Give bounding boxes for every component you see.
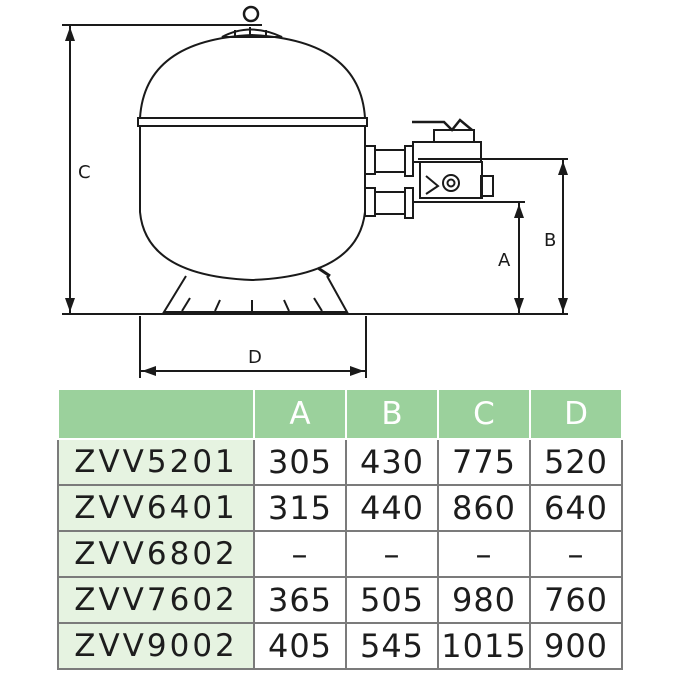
value-cell-a: 365 xyxy=(253,576,347,624)
value-cell-b: 505 xyxy=(345,576,439,624)
value-cell-b: – xyxy=(345,530,439,578)
table-row: ZVV6802 – – – – xyxy=(57,530,623,578)
value-cell-d: 520 xyxy=(529,438,623,486)
value-cell-d: – xyxy=(529,530,623,578)
model-cell: ZVV7602 xyxy=(57,576,255,624)
value-cell-a: 405 xyxy=(253,622,347,670)
table-header-row: A B C D xyxy=(57,388,623,440)
dimension-d-label: D xyxy=(248,347,262,368)
table-row: ZVV7602 365 505 980 760 xyxy=(57,576,623,624)
multiport-valve xyxy=(364,118,494,219)
value-cell-b: 440 xyxy=(345,484,439,532)
value-cell-d: 900 xyxy=(529,622,623,670)
dimensions-table: A B C D ZVV5201 305 430 775 520 ZVV6401 … xyxy=(57,388,623,670)
column-header-b: B xyxy=(345,388,439,440)
column-header-a: A xyxy=(253,388,347,440)
dimension-a-label: A xyxy=(498,250,511,271)
table-row: ZVV5201 305 430 775 520 xyxy=(57,438,623,486)
value-cell-c: 980 xyxy=(437,576,531,624)
filter-tank xyxy=(137,5,368,313)
dimension-d xyxy=(139,316,367,378)
value-cell-d: 760 xyxy=(529,576,623,624)
dimension-b xyxy=(418,158,568,314)
value-cell-a: 315 xyxy=(253,484,347,532)
value-cell-c: 860 xyxy=(437,484,531,532)
value-cell-d: 640 xyxy=(529,484,623,532)
value-cell-a: – xyxy=(253,530,347,578)
value-cell-a: 305 xyxy=(253,438,347,486)
value-cell-b: 545 xyxy=(345,622,439,670)
model-cell: ZVV6401 xyxy=(57,484,255,532)
column-header-d: D xyxy=(529,388,623,440)
dimension-c xyxy=(62,24,262,314)
model-cell: ZVV6802 xyxy=(57,530,255,578)
filter-dimension-drawing: C A B D xyxy=(62,5,568,378)
dimension-b-label: B xyxy=(544,230,556,251)
header-corner-cell xyxy=(57,388,255,440)
table-row: ZVV6401 315 440 860 640 xyxy=(57,484,623,532)
model-cell: ZVV9002 xyxy=(57,622,255,670)
dimension-a xyxy=(413,201,525,314)
value-cell-c: 1015 xyxy=(437,622,531,670)
dimension-c-label: C xyxy=(78,162,91,183)
model-cell: ZVV5201 xyxy=(57,438,255,486)
table-row: ZVV9002 405 545 1015 900 xyxy=(57,622,623,670)
column-header-c: C xyxy=(437,388,531,440)
value-cell-c: – xyxy=(437,530,531,578)
value-cell-c: 775 xyxy=(437,438,531,486)
value-cell-b: 430 xyxy=(345,438,439,486)
